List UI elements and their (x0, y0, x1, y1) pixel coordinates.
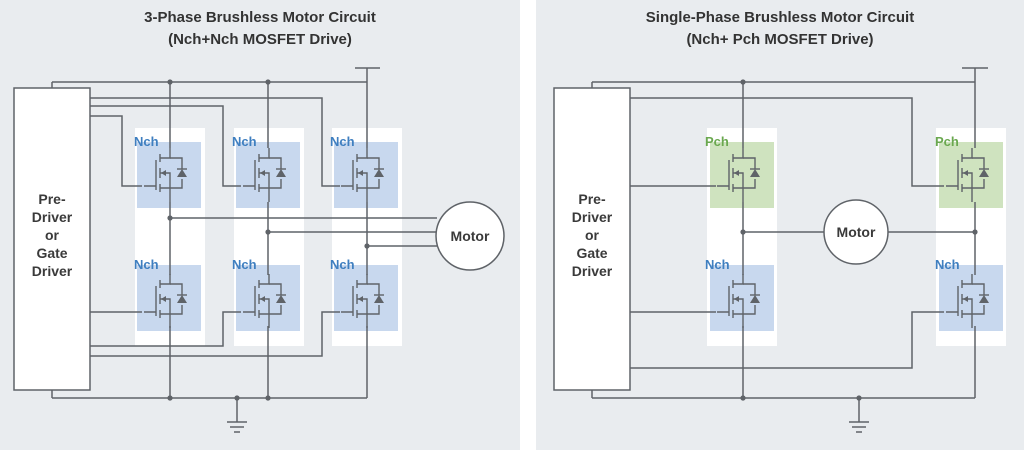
single-phase-diagram: Single-Phase Brushless Motor Circuit (Nc… (536, 0, 1024, 450)
mosfet-type-label: Nch (232, 134, 257, 149)
body-diode-icon (750, 294, 760, 303)
left-title-line1: 3-Phase Brushless Motor Circuit (144, 9, 376, 26)
body-diode-icon (979, 294, 989, 303)
body-diode-icon (276, 168, 286, 177)
mosfet-type-label: Nch (705, 257, 730, 272)
three-phase-diagram: 3-Phase Brushless Motor Circuit (Nch+Nch… (0, 0, 520, 450)
mosfet-icon (717, 148, 760, 202)
mosfet-box (236, 142, 300, 208)
mosfet-icon (946, 148, 989, 202)
motor-label: Motor (837, 224, 876, 240)
body-diode-icon (177, 294, 187, 303)
driver-label: Driver (32, 209, 73, 225)
mosfet-box (334, 142, 398, 208)
pre-driver-box (13, 87, 91, 391)
body-diode-icon (374, 168, 384, 177)
left-circuit: Pre- Driver or Gate Driver Motor Nch Nch… (13, 67, 505, 433)
mosfet-type-label: Nch (134, 257, 159, 272)
driver-label: Driver (32, 263, 73, 279)
mosfet-icon (243, 148, 286, 202)
mosfet-icon (717, 274, 760, 328)
driver-label: Gate (576, 245, 607, 261)
right-title-line1: Single-Phase Brushless Motor Circuit (645, 9, 915, 26)
pch-box (939, 142, 1003, 208)
body-diode-icon (374, 294, 384, 303)
nch-box (939, 265, 1003, 331)
body-diode-icon (979, 168, 989, 177)
body-diode-icon (276, 294, 286, 303)
driver-label: Driver (572, 263, 613, 279)
driver-label: Pre- (578, 191, 606, 207)
mosfet-icon (341, 148, 384, 202)
body-diode-icon (750, 168, 760, 177)
mosfet-icon (144, 274, 187, 328)
driver-label: Pre- (38, 191, 66, 207)
driver-label: Gate (36, 245, 67, 261)
right-circuit: Pre- Driver or Gate Driver Motor Pch Pch… (553, 67, 1006, 433)
pre-driver-box (553, 87, 631, 391)
mosfet-box (137, 265, 201, 331)
motor-label: Motor (451, 228, 490, 244)
mosfet-type-label: Pch (935, 134, 959, 149)
ground-icon (227, 398, 247, 433)
ground-icon (849, 398, 869, 433)
driver-label: or (45, 227, 60, 243)
right-title-line2: (Nch+ Pch MOSFET Drive) (686, 31, 874, 48)
motor-circle (435, 201, 505, 271)
mosfet-box (137, 142, 201, 208)
mosfet-type-label: Nch (134, 134, 159, 149)
mosfet-box (334, 265, 398, 331)
driver-label: Driver (572, 209, 613, 225)
pch-box (710, 142, 774, 208)
mosfet-icon (243, 274, 286, 328)
body-diode-icon (177, 168, 187, 177)
left-title-line2: (Nch+Nch MOSFET Drive) (168, 31, 352, 48)
mosfet-type-label: Nch (330, 257, 355, 272)
driver-label: or (585, 227, 600, 243)
mosfet-type-label: Nch (232, 257, 257, 272)
motor-circle (823, 199, 889, 265)
mosfet-icon (946, 274, 989, 328)
mosfet-icon (144, 148, 187, 202)
mosfet-type-label: Pch (705, 134, 729, 149)
mosfet-type-label: Nch (935, 257, 960, 272)
mosfet-icon (341, 274, 384, 328)
mosfet-type-label: Nch (330, 134, 355, 149)
mosfet-box (236, 265, 300, 331)
nch-box (710, 265, 774, 331)
